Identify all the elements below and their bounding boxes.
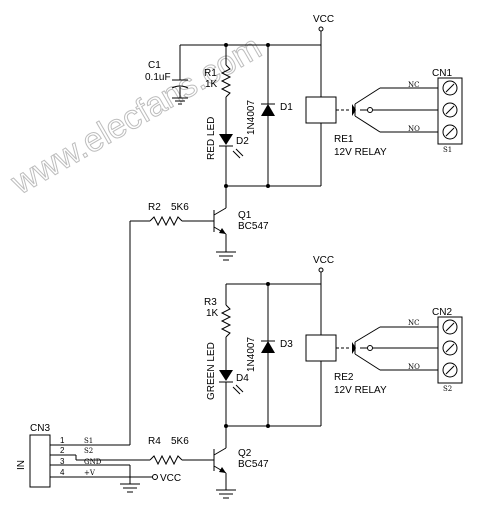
vcc-terminal-bottom [318, 267, 324, 273]
watermark: www.elecfans.com [4, 28, 268, 202]
resistor-r4: R4 5K6 [76, 436, 214, 466]
cn2-label: S2 [443, 385, 452, 393]
input-connector-cn3: CN3 IN VCC 1 S1 2 S2 3 GND 4 +V [16, 221, 181, 493]
d2-ref: D2 [236, 136, 249, 147]
led-d2: D2 RED LED [206, 117, 249, 186]
cn3-pin1-num: 1 [60, 436, 65, 445]
c1-value: 0.1uF [145, 72, 171, 83]
vcc-label-top: VCC [313, 14, 334, 25]
r3-ref: R3 [204, 297, 217, 308]
re2-ref: RE2 [334, 372, 354, 383]
c1-ref: C1 [148, 60, 161, 71]
cn3-pin4-num: 4 [60, 468, 65, 477]
cn3-vcc-out: VCC [160, 473, 181, 484]
d3-part: 1N4007 [246, 337, 257, 372]
cn3-pin1-name: S1 [84, 437, 93, 445]
cn2-ref: CN2 [432, 307, 452, 318]
cn1-nc: NC [408, 81, 419, 89]
relay-re2: RE2 12V RELAY [305, 284, 438, 426]
q1-part: BC547 [238, 221, 269, 232]
diode-d1: D1 1N4007 [246, 45, 293, 186]
d3-ref: D3 [280, 339, 293, 350]
d4-color: GREEN LED [206, 342, 217, 400]
cn3-pin2-name: S2 [84, 447, 93, 455]
resistor-r1: R1 1K [204, 45, 232, 130]
relay-re1: RE1 12V RELAY [305, 45, 438, 186]
capacitor-c1: C1 0.1uF [145, 45, 189, 105]
r3-value: 1K [206, 308, 219, 319]
cn1-no: NO [408, 125, 420, 133]
led-d4: D4 GREEN LED [206, 342, 249, 426]
cn1-label: S1 [443, 146, 452, 154]
r4-value: 5K6 [171, 436, 189, 447]
re2-part: 12V RELAY [334, 385, 387, 396]
diode-d3: D3 1N4007 [246, 284, 293, 426]
q2-part: BC547 [238, 459, 269, 470]
cn3-pin3-num: 3 [60, 457, 65, 466]
d1-ref: D1 [280, 102, 293, 113]
resistor-r3: R3 1K [204, 284, 232, 366]
cn3-label: IN [16, 460, 27, 470]
cn2-no: NO [408, 363, 420, 371]
cn3-pin2-num: 2 [60, 446, 65, 455]
cn3-ref: CN3 [30, 423, 50, 434]
connector-cn2: CN2 NC NO S2 [408, 307, 463, 393]
transistor-q1: Q1 BC547 [213, 186, 269, 261]
re1-ref: RE1 [334, 134, 354, 145]
cn3-pin3-name: GND [84, 458, 102, 466]
r1-value: 1K [205, 79, 218, 90]
connector-cn1: CN1 NC NO S1 [408, 68, 463, 154]
bottom-channel: VCC R3 1K D4 GREEN LED [76, 255, 463, 499]
re1-part: 12V RELAY [334, 147, 387, 158]
q2-ref: Q2 [238, 448, 252, 459]
d2-color: RED LED [206, 117, 217, 160]
d4-ref: D4 [236, 373, 249, 384]
vcc-label-bottom: VCC [313, 255, 334, 266]
r2-ref: R2 [148, 202, 161, 213]
vcc-terminal-top [318, 26, 324, 32]
q1-ref: Q1 [238, 210, 252, 221]
r1-ref: R1 [204, 68, 217, 79]
cn3-pin4-name: +V [84, 469, 96, 477]
cn1-ref: CN1 [432, 68, 452, 79]
resistor-r2: R2 5K6 [130, 202, 214, 227]
r4-ref: R4 [148, 436, 161, 447]
transistor-q2: Q2 BC547 [213, 426, 269, 499]
d1-part: 1N4007 [246, 100, 257, 135]
cn2-nc: NC [408, 319, 419, 327]
top-channel: VCC C1 0.1uF R1 1K [130, 14, 463, 261]
r2-value: 5K6 [171, 202, 189, 213]
